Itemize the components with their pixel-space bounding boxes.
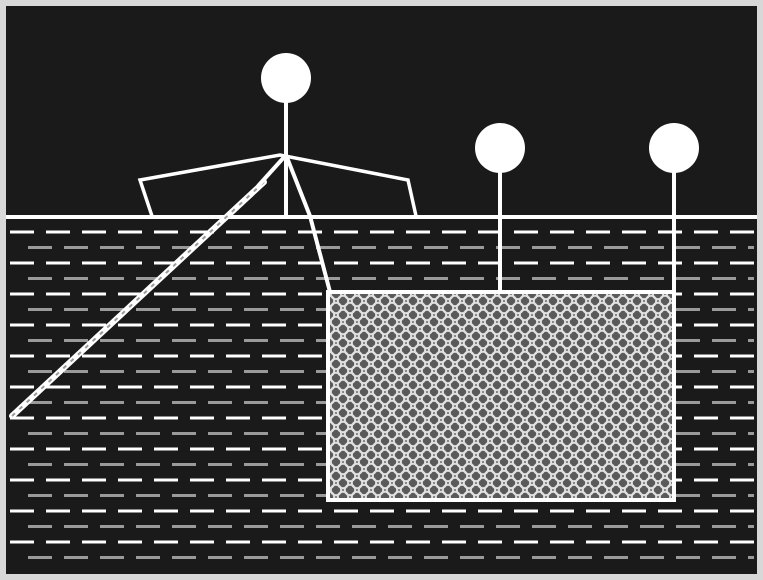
fisherman-head	[261, 53, 311, 103]
fishing-net	[328, 292, 674, 500]
